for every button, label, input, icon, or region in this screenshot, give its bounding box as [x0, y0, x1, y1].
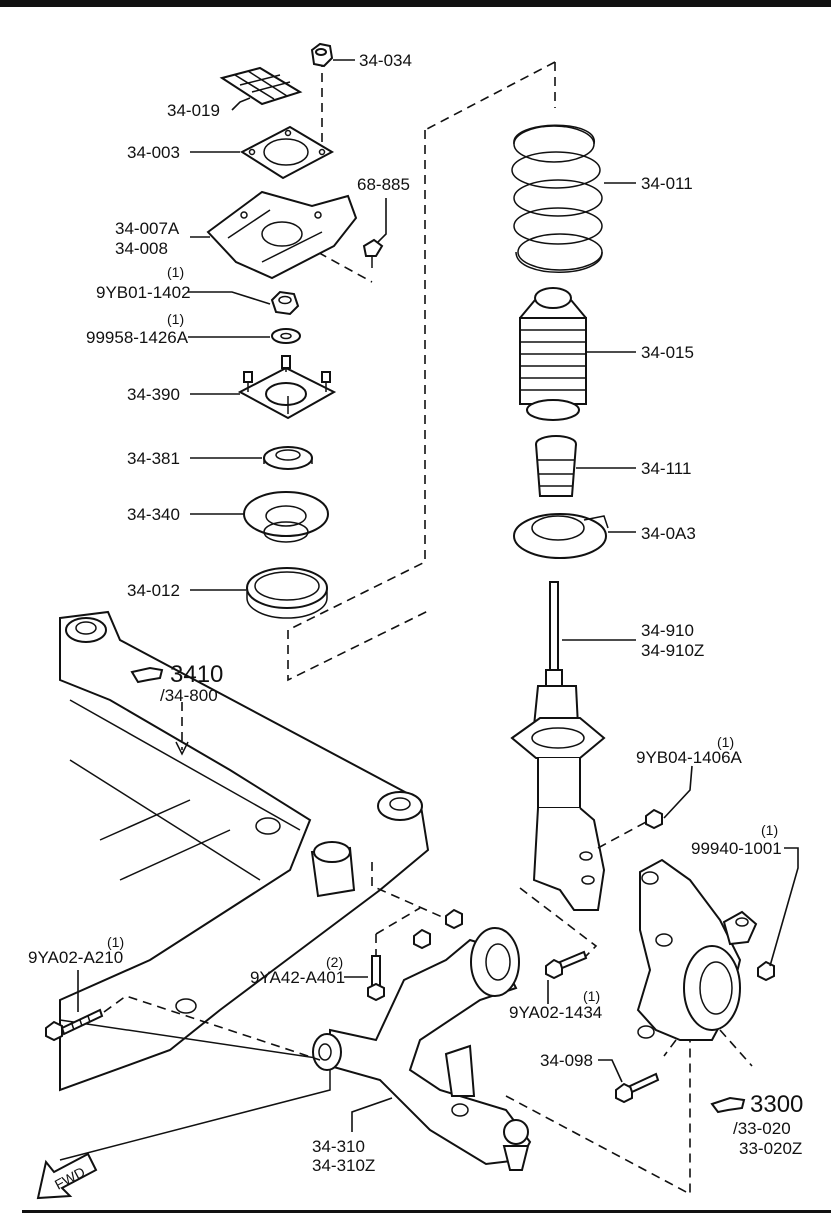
steering-knuckle-icon [636, 858, 758, 1041]
gasket-icon [239, 125, 335, 180]
bracket-bolt-icon [413, 908, 463, 950]
mount-bracket-icon [206, 190, 358, 280]
label-34-910: 34-910 [641, 621, 694, 640]
ref-3300: 3300 [750, 1091, 803, 1118]
bushing-ring-icon [263, 446, 313, 470]
label-34-340: 34-340 [127, 505, 180, 524]
label-9ya42-a401: 9YA42-A401 [250, 968, 345, 987]
qty-9ya42: (2) [326, 954, 343, 970]
label-34-310: 34-310 [312, 1137, 365, 1156]
label-34-008: 34-008 [115, 239, 168, 258]
qty-9ya02b: (1) [583, 988, 600, 1004]
top-nut-icon [310, 42, 334, 68]
label-9yb01-1402: 9YB01-1402 [96, 283, 191, 302]
label-34-007a: 34-007A [115, 219, 180, 238]
ref-3410-sub: /34-800 [160, 686, 218, 705]
dust-boot-icon [519, 287, 587, 421]
bottom-border [22, 1210, 831, 1213]
label-9yb04-1406a: 9YB04-1406A [636, 748, 743, 767]
qty-99958: (1) [167, 311, 184, 327]
label-34-111: 34-111 [641, 459, 691, 478]
label-34-098: 34-098 [540, 1051, 593, 1070]
bearing-seat-icon [243, 491, 329, 543]
pointing-hand-icon-3300 [710, 1096, 746, 1114]
qty-9ya02a: (1) [107, 934, 124, 950]
hex-nut-icon [645, 808, 663, 830]
strut-assembly-outline [287, 58, 556, 682]
label-9ya02-1434: 9YA02-1434 [509, 1003, 602, 1022]
label-34-310z: 34-310Z [312, 1156, 375, 1175]
flange-nut-icon [270, 290, 300, 316]
label-34-019: 34-019 [167, 101, 220, 120]
ref-3300-sub2: 33-020Z [739, 1139, 802, 1158]
seal-ring-icon [246, 567, 328, 619]
label-68-885: 68-885 [357, 175, 410, 194]
qty-9yb04: (1) [717, 734, 734, 750]
label-34-011: 34-011 [641, 174, 693, 193]
washer-icon [271, 328, 301, 344]
label-34-003: 34-003 [127, 143, 180, 162]
coil-spring-icon [511, 124, 603, 273]
forward-arrow-icon: FWD [36, 1152, 98, 1200]
label-34-390: 34-390 [127, 385, 180, 404]
label-99940-1001: 99940-1001 [691, 839, 782, 858]
bump-stop-icon [535, 435, 577, 497]
label-34-034: 34-034 [359, 51, 412, 70]
lower-control-arm-icon [312, 927, 532, 1171]
strut-mount-icon [237, 355, 337, 420]
long-bolt-icon [45, 1008, 104, 1042]
label-34-0a3: 34-0A3 [641, 524, 696, 543]
ref-3410: 3410 [170, 661, 223, 688]
clip-icon [362, 238, 384, 268]
label-9ya02-a210: 9YA02-A210 [28, 948, 123, 967]
knuckle-bolt-icon [545, 950, 588, 980]
label-34-015: 34-015 [641, 343, 694, 362]
spring-seat-icon [513, 513, 609, 559]
qty-9yb01: (1) [167, 264, 184, 280]
ref-3300-sub1: /33-020 [733, 1119, 791, 1138]
flange-bolt-icon [367, 955, 385, 1002]
grid-pad-icon [219, 66, 303, 106]
label-99958-1426a: 99958-1426A [86, 328, 189, 347]
knuckle-nut-icon [757, 960, 775, 982]
subframe-icon [59, 610, 430, 1161]
label-34-012: 34-012 [127, 581, 180, 600]
shock-absorber-icon [510, 581, 606, 911]
label-34-910z: 34-910Z [641, 641, 704, 660]
top-border [0, 0, 831, 7]
pinch-bolt-icon [615, 1072, 660, 1104]
pointing-hand-icon [130, 666, 164, 684]
qty-99940: (1) [761, 822, 778, 838]
label-34-381: 34-381 [127, 449, 180, 468]
